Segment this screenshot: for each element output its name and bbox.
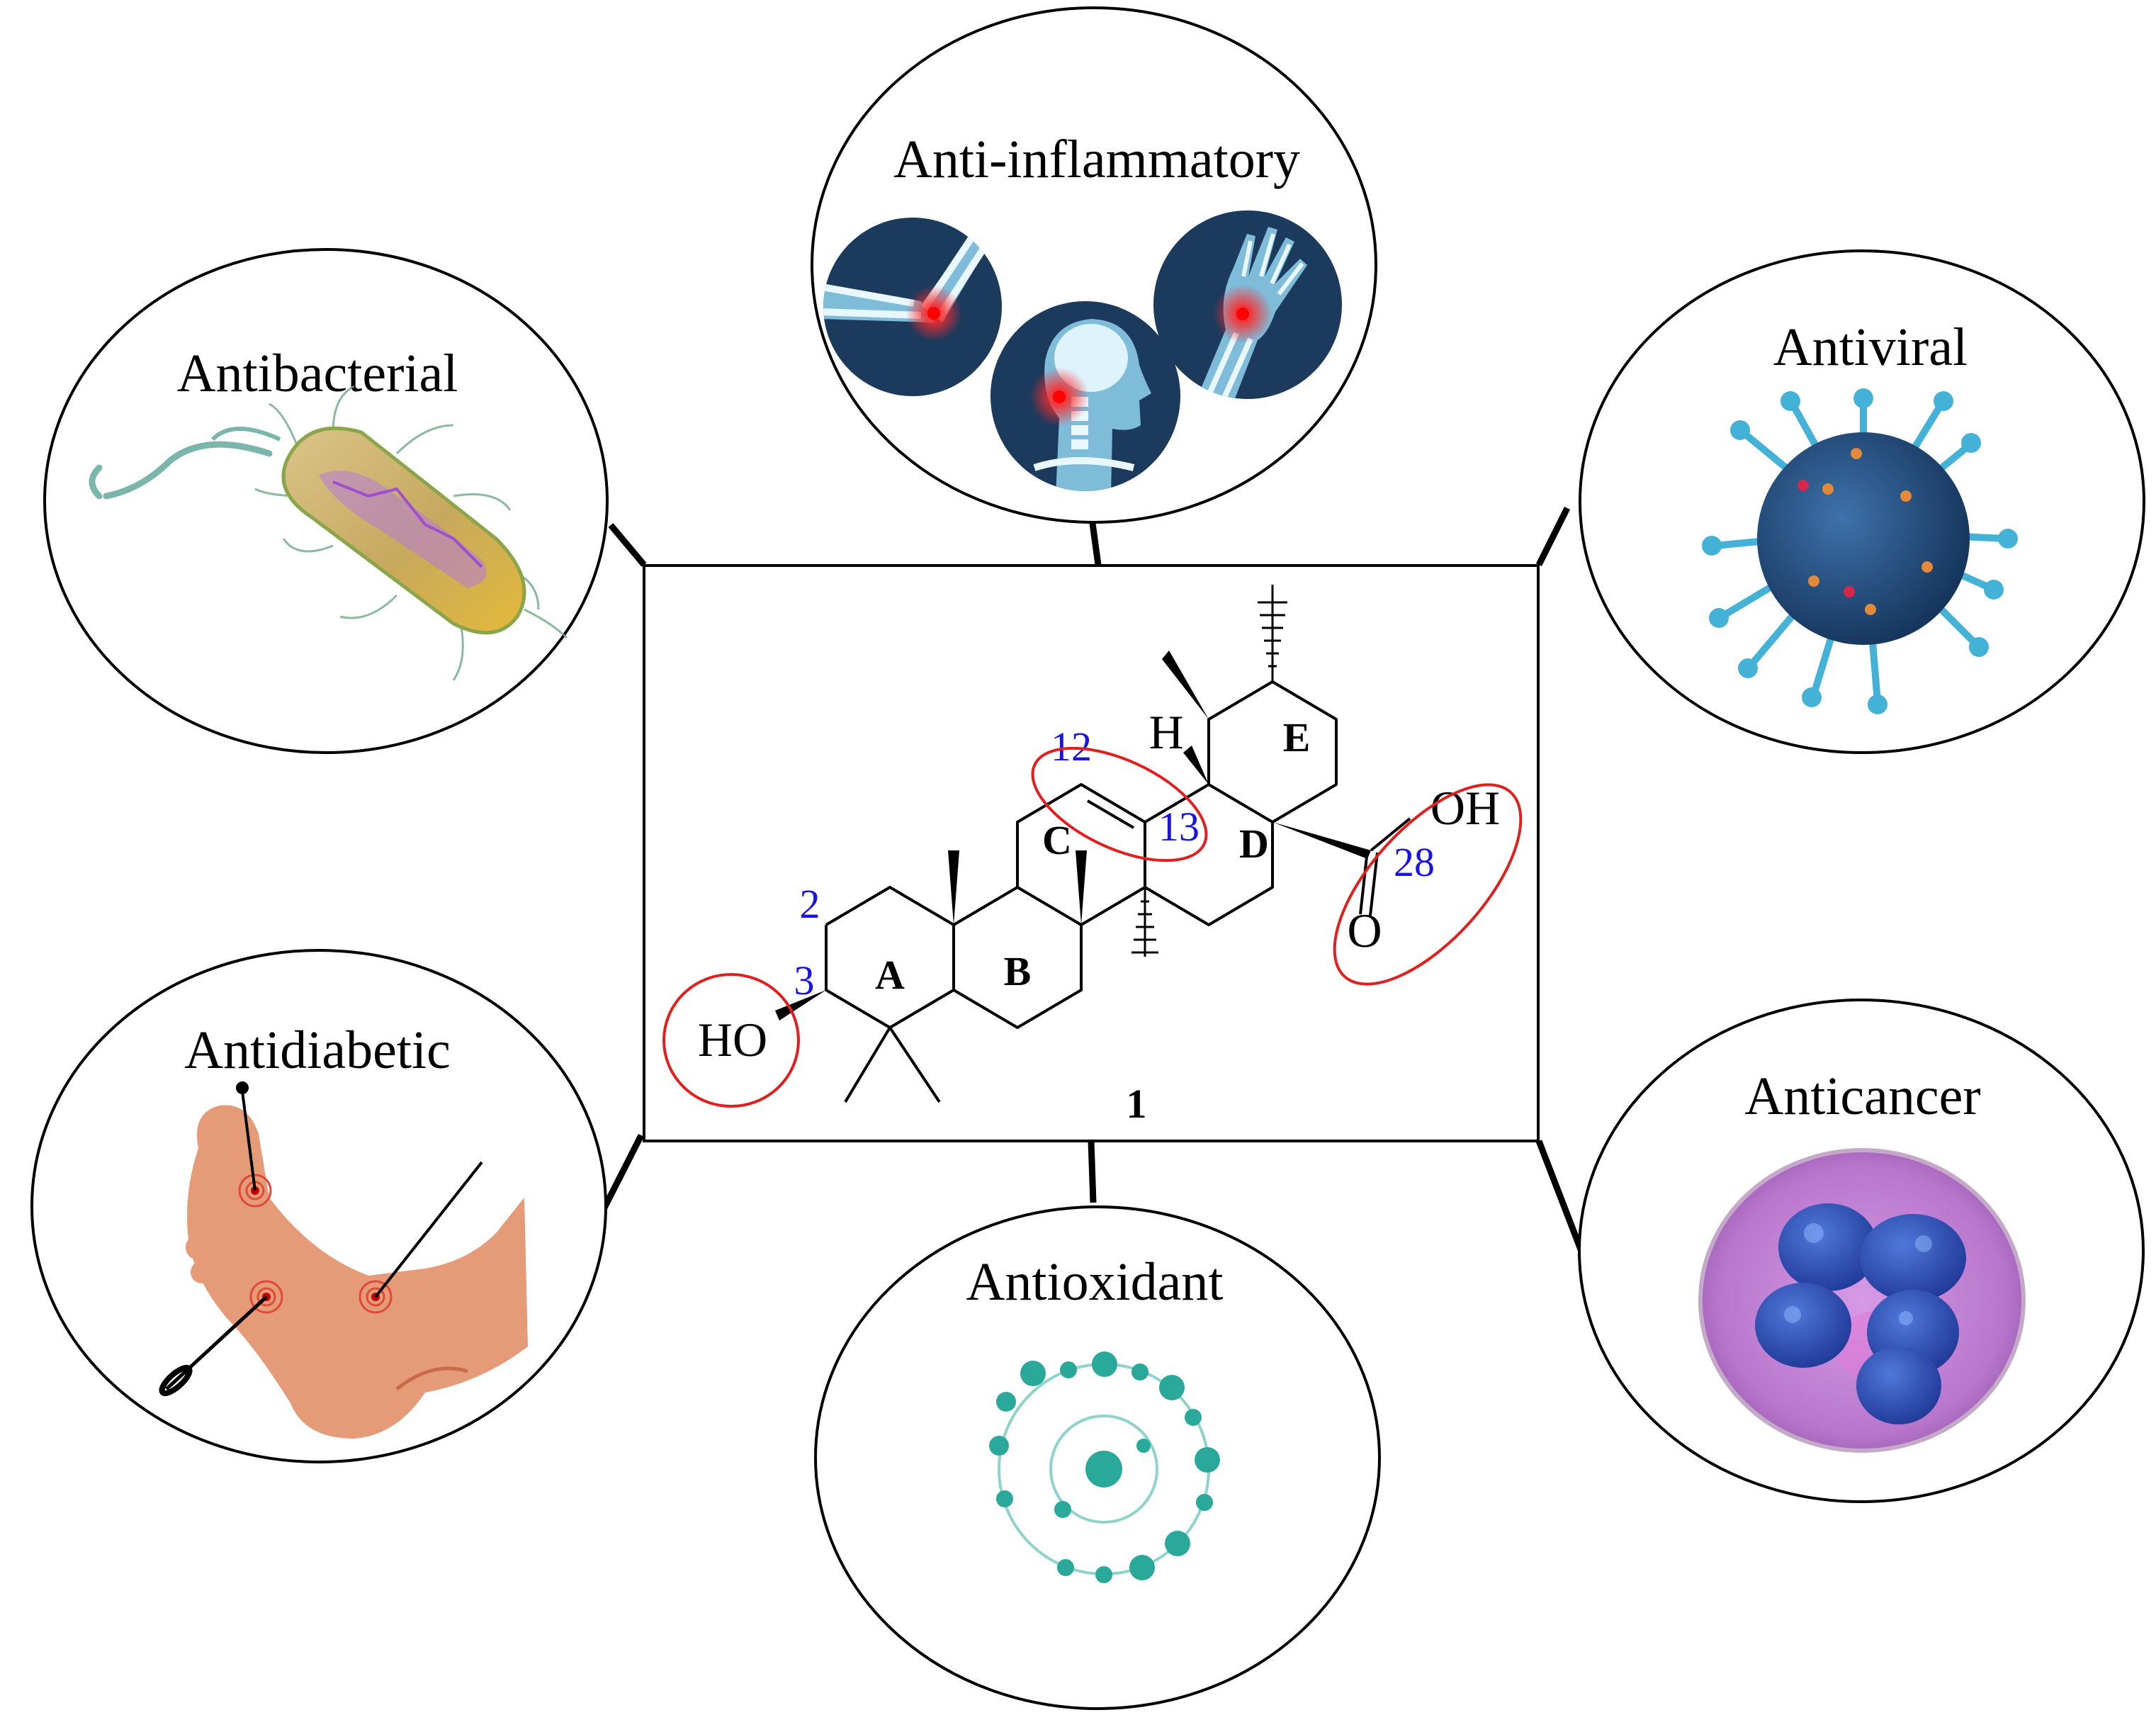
connector-anti-inflammatory <box>1088 517 1102 566</box>
hashed-methyl-c20 <box>1258 585 1287 682</box>
elbow-xray-icon <box>823 218 1002 396</box>
atom-label-ho: HO <box>698 1013 767 1067</box>
wedge-h-c18 <box>1183 746 1209 785</box>
wedge-methyl-c8 <box>1076 850 1087 925</box>
ring-label-d: D <box>1239 821 1269 867</box>
connector-antioxidant <box>1088 1140 1097 1203</box>
highlight-hydroxyl-c3 <box>662 973 800 1108</box>
activity-anticancer: Anticancer <box>1578 999 2145 1503</box>
activity-anti-inflammatory: Anti-inflammatory <box>811 6 1377 524</box>
bacterium-icon <box>89 385 568 681</box>
activity-antioxidant: Antioxidant <box>814 1205 1381 1710</box>
ring-label-b: B <box>1004 948 1032 994</box>
connector-antiviral <box>1535 506 1571 567</box>
antiviral-label: Antiviral <box>1773 317 1968 377</box>
anti-inflammatory-label: Anti-inflammatory <box>893 130 1300 189</box>
highlight-carboxyl-c28 <box>1333 783 1523 986</box>
carbon-numbers: 2 3 12 13 28 <box>794 724 1435 1003</box>
ring-labels: A B C D E <box>875 714 1310 998</box>
wedge-methyl-c10 <box>948 850 959 925</box>
atom-label-h: H <box>1148 705 1183 759</box>
carbon-number-12: 12 <box>1051 724 1092 770</box>
wedge-bonds <box>775 651 1371 1020</box>
cancer-cell-icon <box>1698 1148 2026 1453</box>
carbon-number-3: 3 <box>794 957 815 1003</box>
atom-label-o: O <box>1347 904 1382 957</box>
atom-orbital-icon <box>989 1351 1220 1583</box>
ring-b-bonds <box>952 886 1083 1029</box>
hand-xray-icon <box>1153 210 1342 399</box>
ring-d-bonds <box>1144 783 1274 926</box>
ring-label-a: A <box>875 952 905 998</box>
connector-anticancer <box>1535 1140 1584 1251</box>
activity-antibacterial: Antibacterial <box>43 248 609 754</box>
virus-icon <box>1702 388 2018 714</box>
antibacterial-label: Antibacterial <box>177 344 458 403</box>
carbon-number-2: 2 <box>800 881 820 927</box>
connector-antibacterial <box>608 523 647 567</box>
activity-antiviral: Antiviral <box>1579 249 2145 754</box>
double-bond-12-13 <box>1086 799 1135 829</box>
ring-label-e: E <box>1283 714 1311 760</box>
highlight-double-bond-12-13 <box>1031 746 1208 862</box>
ring-e-bonds <box>1207 680 1338 823</box>
antidiabetic-label: Antidiabetic <box>184 1020 451 1080</box>
ring-c-bonds <box>1016 783 1146 926</box>
wedge-methyl-c19 <box>1162 651 1209 719</box>
neck-xray-icon <box>990 301 1180 491</box>
functional-group-highlights <box>662 746 1523 1108</box>
carbon-number-28: 28 <box>1394 839 1435 885</box>
foot-icon <box>159 1081 528 1439</box>
antioxidant-label: Antioxidant <box>966 1252 1223 1312</box>
wedge-oh-c3 <box>775 990 826 1020</box>
compound-number: 1 <box>1127 1081 1147 1127</box>
carbon-number-13: 13 <box>1158 804 1200 850</box>
activity-antidiabetic: Antidiabetic <box>30 949 607 1463</box>
wedge-carboxyl-c17 <box>1272 822 1371 859</box>
hashed-methyl-c14 <box>1131 887 1158 957</box>
structure-box <box>643 564 1540 1142</box>
ursolic-acid-structure <box>825 585 1411 1103</box>
anticancer-label: Anticancer <box>1744 1067 1980 1126</box>
